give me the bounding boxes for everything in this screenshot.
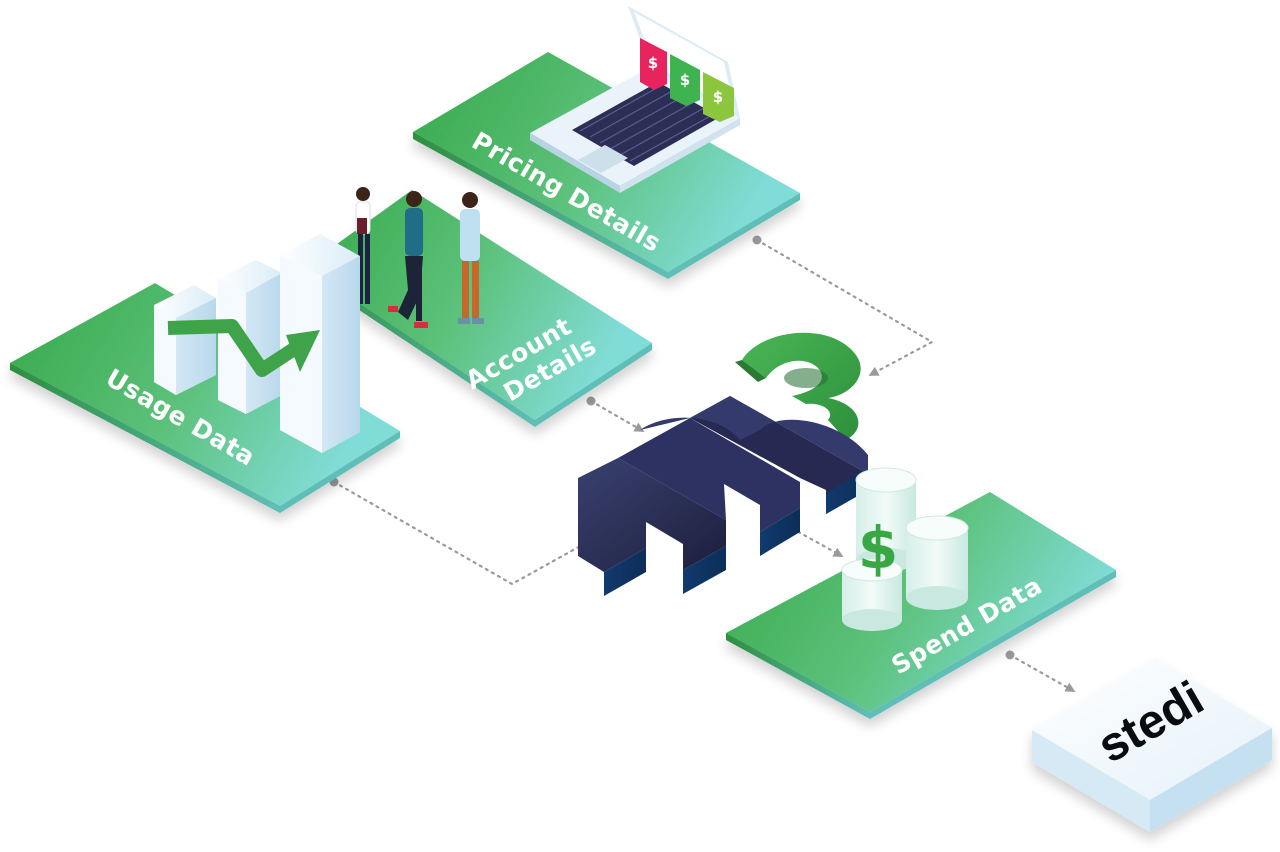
usage-data-node [10, 283, 400, 513]
connector-account-to-m3 [586, 396, 645, 433]
person-man-center [388, 191, 428, 328]
m3-logo [578, 332, 868, 596]
price-tags: $ $ $ [640, 38, 734, 122]
coin-dollar-symbol: $ [858, 514, 898, 582]
price-tag-red: $ [640, 38, 667, 90]
m3-numeral-3 [735, 332, 861, 440]
person-man-right [458, 192, 484, 324]
stedi-node [1032, 658, 1272, 832]
price-tag-symbol-1: $ [648, 54, 658, 72]
price-tag-symbol-3: $ [713, 88, 723, 106]
coin-stacks-icon: $ [841, 467, 969, 631]
person-woman [355, 187, 371, 304]
connector-spend-to-stedi [1005, 650, 1076, 692]
connector-usage-to-m3 [329, 477, 606, 586]
bar-chart-icon [154, 234, 360, 453]
laptop-icon: $ $ $ [530, 6, 740, 193]
connectors [329, 235, 1076, 692]
price-tag-symbol-2: $ [680, 71, 690, 89]
m3-letter-m [578, 396, 868, 596]
price-tag-lime: $ [703, 72, 734, 122]
price-tag-green: $ [670, 54, 700, 106]
people-illustration [355, 187, 484, 328]
connector-pricing-to-m3 [752, 235, 935, 376]
